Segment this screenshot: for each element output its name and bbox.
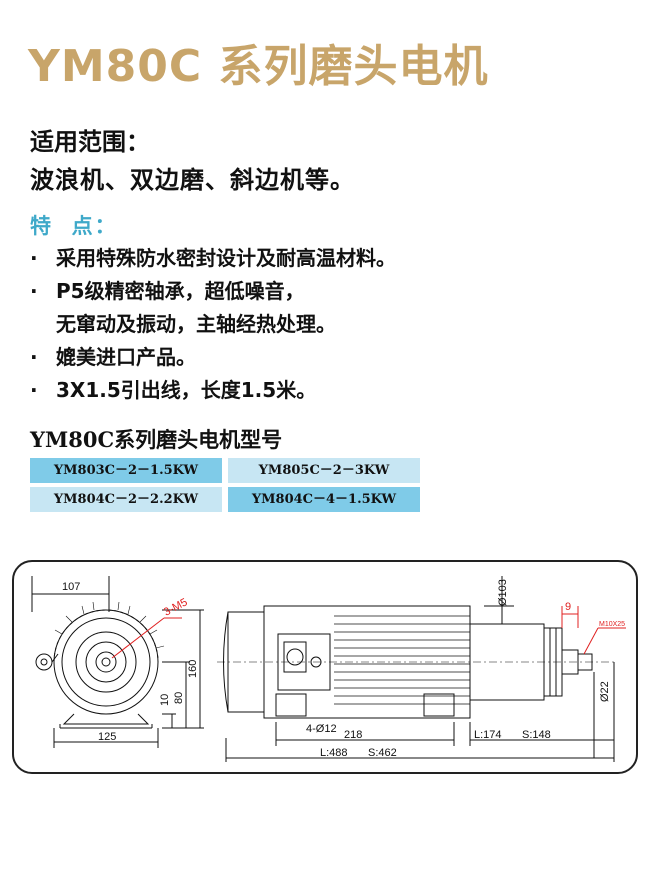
technical-drawing: 107 3-M5 160 80 10 125 Ø103 9 M10X25 Ø22… <box>12 560 638 774</box>
mount-leader <box>111 617 165 659</box>
feature-item: 无窜动及振动，主轴经热处理。 <box>56 312 336 336</box>
model-cell: YM803C－2－1.5KW <box>30 458 222 483</box>
dim-dia22: Ø22 <box>599 681 611 702</box>
feature-item: ·采用特殊防水密封设计及耐高温材料。 <box>30 246 396 270</box>
dim-125: 125 <box>98 731 116 743</box>
dim-218: 218 <box>344 729 362 741</box>
dim-4-d12: 4-Ø12 <box>306 723 337 735</box>
dim-m10x25: M10X25 <box>599 621 625 628</box>
dim-l488: L:488 <box>320 747 348 759</box>
dim-160: 160 <box>187 660 199 678</box>
features-label: 特 点： <box>30 214 118 238</box>
dim-3-m5: 3-M5 <box>162 596 190 618</box>
dim-l174: L:174 <box>474 729 502 741</box>
model-cell: YM804C－4－1.5KW <box>228 487 420 512</box>
dim-80: 80 <box>173 692 185 704</box>
models-title: YM80C系列磨头电机型号 <box>30 427 283 452</box>
dim-9: 9 <box>565 601 571 613</box>
dim-dia103: Ø103 <box>497 579 509 606</box>
scope-label: 适用范围： <box>30 128 150 156</box>
model-cell: YM805C－2－3KW <box>228 458 420 483</box>
dim-10: 10 <box>159 694 171 706</box>
features-list: ·采用特殊防水密封设计及耐高温材料。 ·P5级精密轴承，超低噪音， 无窜动及振动… <box>30 242 396 407</box>
feature-item: ·媲美进口产品。 <box>30 345 196 369</box>
side-view <box>217 576 615 762</box>
feature-item: ·3X1.5引出线，长度1.5米。 <box>30 378 317 402</box>
front-view <box>31 576 204 748</box>
dim-s148: S:148 <box>522 729 551 741</box>
model-cell: YM804C－2－2.2KW <box>30 487 222 512</box>
page-title: YM80C 系列磨头电机 <box>28 41 489 92</box>
dim-107: 107 <box>62 581 80 593</box>
dim-s462: S:462 <box>368 747 397 759</box>
feature-item: ·P5级精密轴承，超低噪音， <box>30 279 305 303</box>
drawing-svg: 107 3-M5 160 80 10 125 Ø103 9 M10X25 Ø22… <box>31 576 626 762</box>
scope-text: 波浪机、双边磨、斜边机等。 <box>30 166 355 194</box>
